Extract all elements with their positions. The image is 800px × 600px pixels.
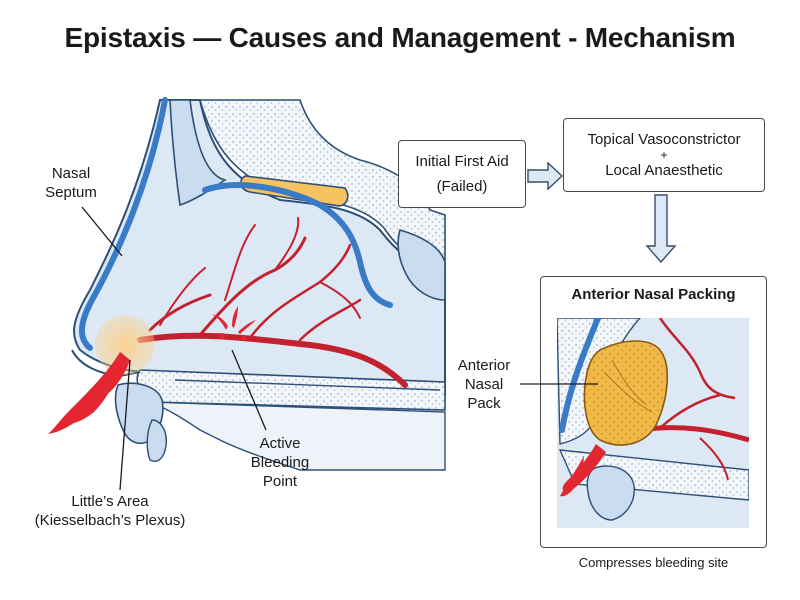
packing-panel: [540, 276, 767, 548]
incisor-root: [146, 419, 167, 462]
label-anterior-pack: Anterior Nasal Pack: [457, 357, 511, 412]
nasal-cross-section: [71, 97, 446, 471]
first-aid-box: Initial First Aid (Failed): [398, 140, 526, 208]
arrow-right: [527, 161, 564, 191]
label-active-bleeding: Active Bleeding Point: [250, 435, 310, 490]
vasoconstrictor-box: Topical Vasoconstrictor + Local Anaesthe…: [563, 118, 765, 192]
blood-flow: [48, 352, 130, 434]
palate-channel: [174, 379, 441, 391]
packing-caption: Compresses bleeding site: [578, 555, 729, 570]
littles-area-glow: [95, 315, 155, 375]
septum-line: [79, 97, 168, 351]
packing-panel-title: Anterior Nasal Packing: [571, 286, 736, 303]
septum-upper-line: [202, 182, 393, 308]
upper-turbinate: [397, 229, 446, 301]
lower-jaw: [149, 401, 446, 471]
bleeding-splash: [212, 306, 256, 341]
flow-arrows: [527, 161, 677, 264]
nasal-bone-pocket: [169, 99, 227, 207]
label-nasal-septum: Nasal Septum: [45, 165, 97, 201]
page-title: Epistaxis — Causes and Management - Mech…: [64, 22, 736, 53]
leader-lines: [81, 206, 267, 491]
arrow-down: [645, 194, 677, 264]
cartilage: [240, 175, 349, 207]
packing-inset-art: [557, 318, 749, 528]
arterial-network: [137, 217, 408, 388]
label-littles-area: Little’s Area (Kiesselbach’s Plexus): [34, 493, 186, 529]
